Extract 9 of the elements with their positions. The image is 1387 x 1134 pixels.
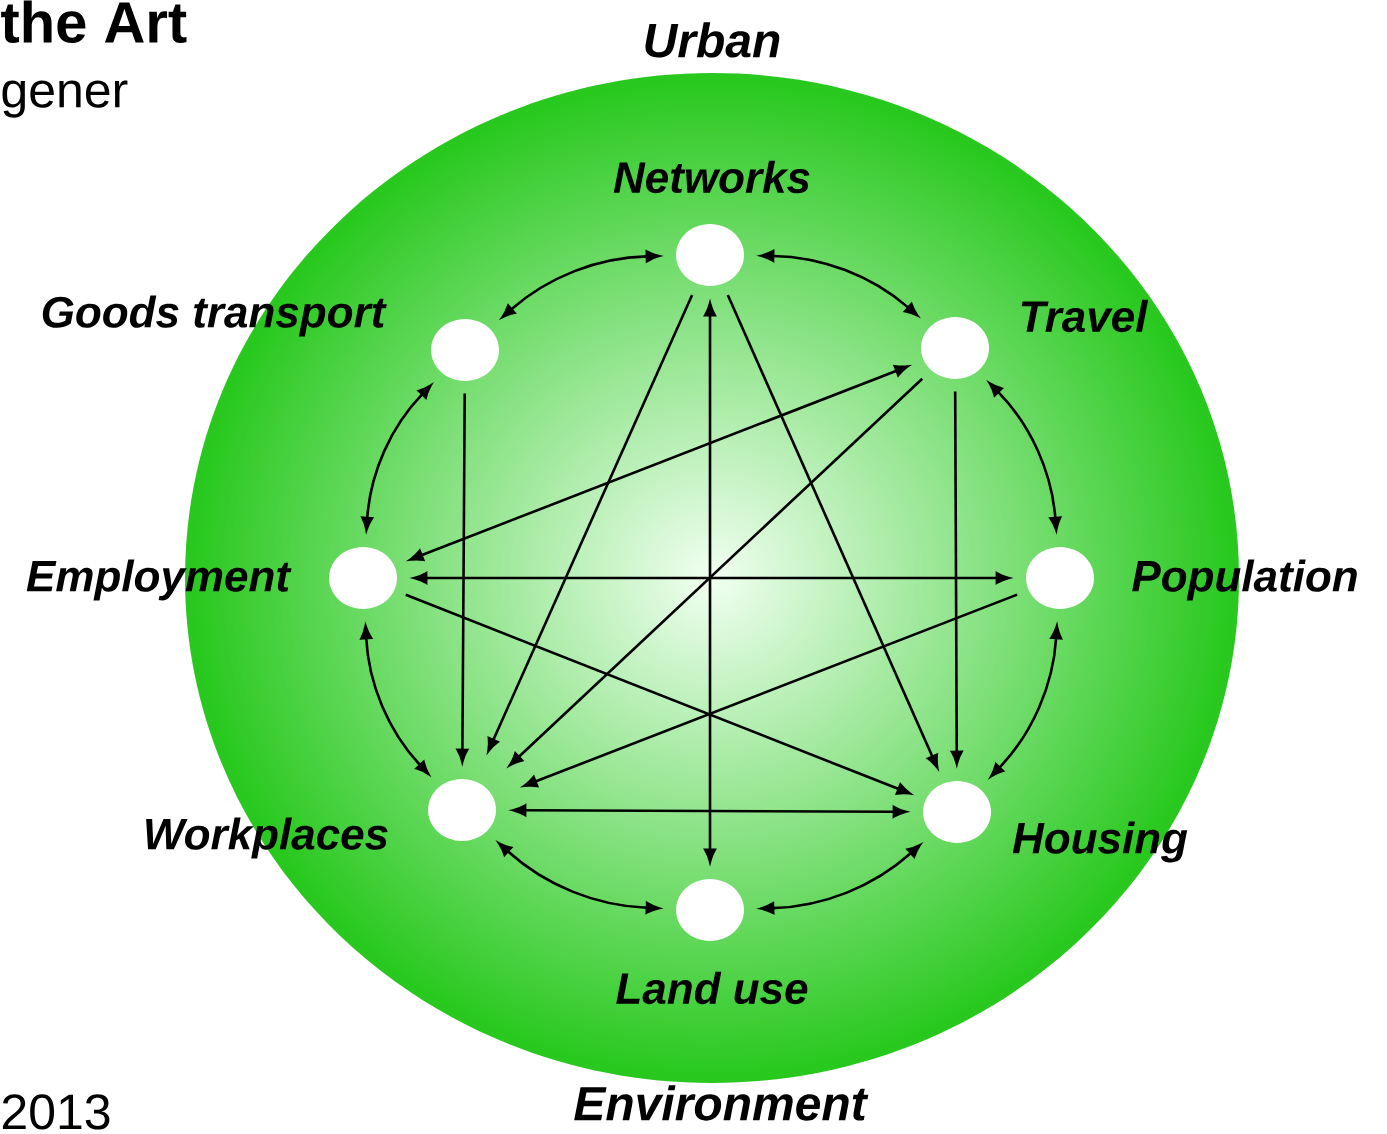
- curved-title: Environment: [574, 1085, 869, 1121]
- curved-title: Urban: [645, 22, 780, 58]
- node-label: Land use: [616, 971, 808, 1005]
- node-label: Networks: [613, 160, 810, 194]
- slide-text: gener: [2, 80, 128, 118]
- slide-text: 2013: [2, 1094, 110, 1130]
- slide-text: the Art: [1, 0, 187, 43]
- arrow: [409, 365, 909, 561]
- node-label: Travel: [1021, 299, 1149, 333]
